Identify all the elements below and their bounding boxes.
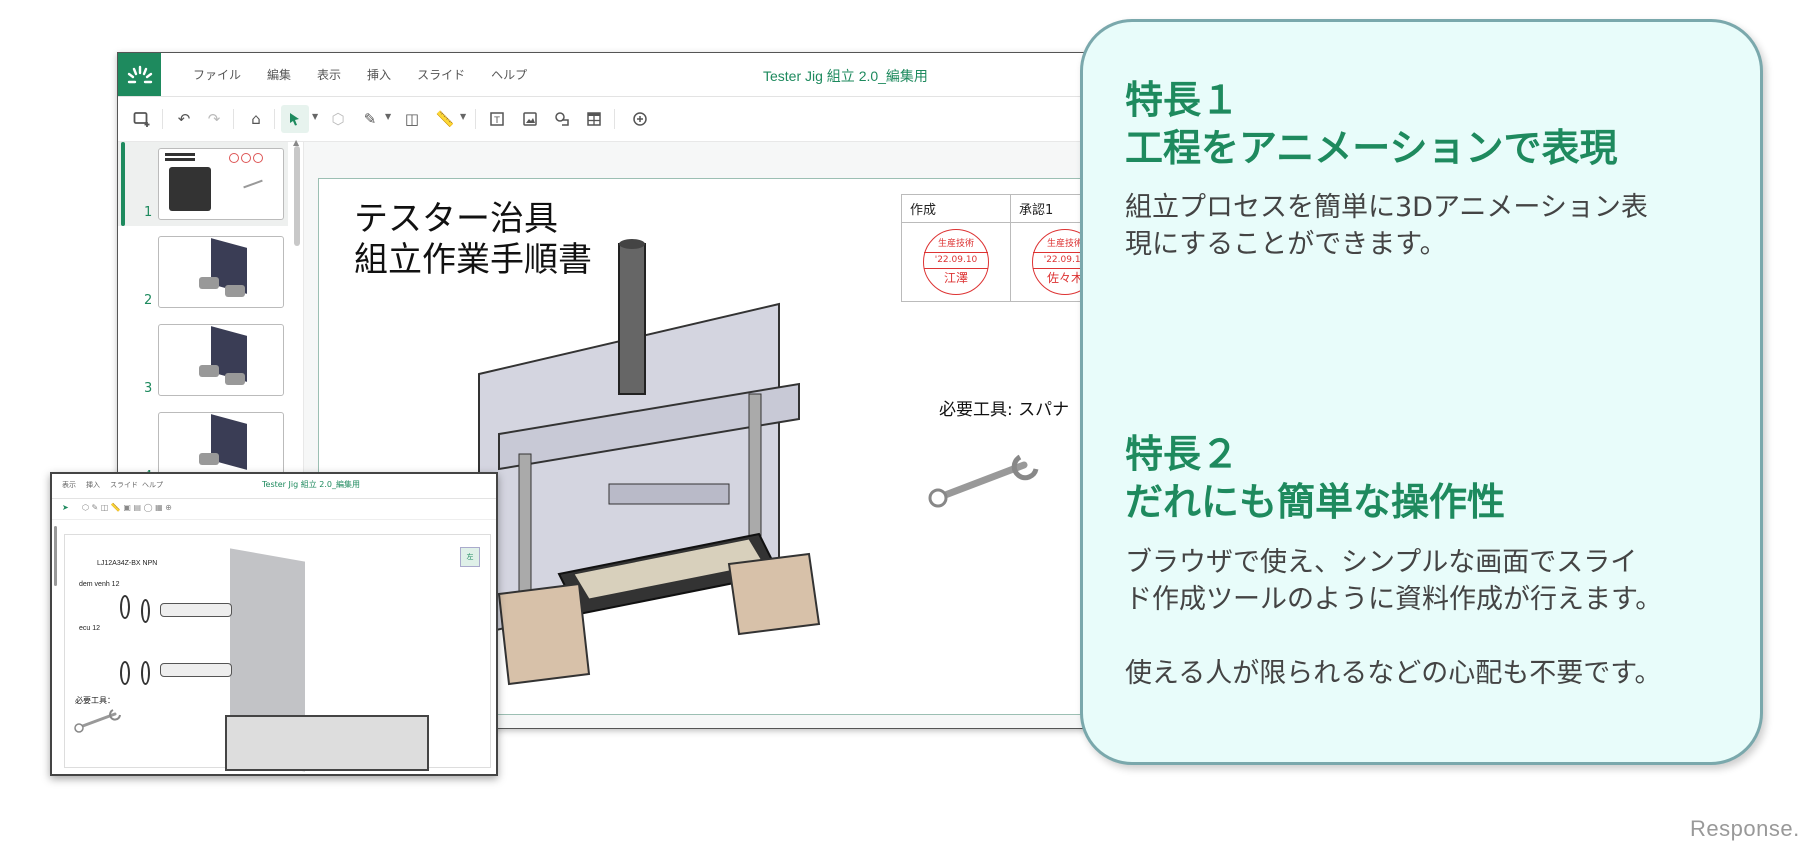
menu-slide[interactable]: スライド (417, 68, 466, 82)
text-box-icon[interactable]: T (483, 105, 511, 133)
inset-menu-help[interactable]: ヘルプ (142, 481, 163, 489)
feature1-description: 組立プロセスを簡単に3Dアニメーション表 現にすることができます。 (1125, 192, 1648, 260)
image-icon[interactable] (516, 105, 544, 133)
menu-bar: ファイル 編集 表示 挿入 スライド ヘルプ Tester Jig 組立 2.0… (118, 53, 1118, 97)
menu-view[interactable]: 表示 (317, 68, 342, 82)
slide-thumbnail-2[interactable]: 2 (118, 230, 288, 314)
svg-text:T: T (493, 116, 500, 126)
slide-number: 2 (144, 293, 153, 308)
sensor-label: LJ12A34Z-BX NPN (97, 560, 158, 567)
explode-dropdown-caret-icon[interactable]: ▼ (385, 112, 392, 121)
wrench-icon[interactable] (924, 451, 1044, 511)
add-slide-icon[interactable] (128, 105, 156, 133)
slide-number: 1 (144, 205, 153, 220)
explode-animation-icon[interactable]: ✎ (363, 110, 377, 128)
washer-label: dem venh 12 (79, 581, 120, 588)
3d-model-tester-jig[interactable] (459, 234, 859, 694)
add-annotation-icon[interactable] (626, 105, 654, 133)
feature2-description: ブラウザで使え、シンプルな画面でスライ ド作成ツールのように資料作成が行えます。… (1125, 547, 1663, 689)
menu-file[interactable]: ファイル (193, 68, 242, 82)
inset-menu-view[interactable]: 表示 (62, 481, 76, 489)
required-tools-label[interactable]: 必要工具: スパナ (939, 400, 1070, 420)
table-icon[interactable] (580, 105, 608, 133)
inset-tool-icons[interactable]: ⬡ ✎ ◫ 📏 ▣ ▤ ◯ ▦ ⊕ (82, 503, 172, 512)
measure-ruler-icon[interactable]: 📏 (435, 110, 455, 128)
slide-preview (158, 236, 284, 308)
slide-preview (158, 324, 284, 396)
add-3d-model-icon[interactable]: ⬡ (331, 110, 345, 128)
select-arrow-icon[interactable] (281, 105, 309, 133)
inset-slide[interactable]: 左 LJ12A34Z-BX NPN dem venh 12 ecu 12 必要工… (64, 534, 491, 772)
response-watermark-logo: Response. (1690, 816, 1800, 841)
document-title: Tester Jig 組立 2.0_編集用 (763, 68, 928, 84)
app-window: ファイル 編集 表示 挿入 スライド ヘルプ Tester Jig 組立 2.0… (117, 52, 1140, 729)
redo-icon[interactable]: ↷ (207, 110, 221, 128)
inset-scrollbar[interactable] (54, 526, 57, 586)
approval-header-created: 作成 (901, 194, 1011, 223)
approval-stamp: 生産技術 '22.09.10 江澤 (923, 229, 989, 295)
menu-insert[interactable]: 挿入 (367, 68, 392, 82)
sidebar-scrollbar[interactable] (294, 146, 300, 246)
scroll-up-arrow-icon[interactable]: ▲ (293, 138, 300, 147)
toolbar: ↶ ↷ ⌂ ▼ ⬡ ✎ ▼ ◫ 📏 ▼ T (118, 97, 1118, 142)
view-cube-icon[interactable]: 左 (460, 547, 480, 567)
slide-number: 3 (144, 381, 153, 396)
split-view-icon[interactable]: ◫ (404, 110, 420, 128)
select-dropdown-caret-icon[interactable]: ▼ (312, 112, 319, 121)
measure-dropdown-caret-icon[interactable]: ▼ (460, 112, 467, 121)
slide-thumbnail-1[interactable]: 1 (118, 142, 288, 226)
feature2-heading: 特長２ だれにも簡単な操作性 (1125, 432, 1506, 524)
inset-toolbar: ➤ ⬡ ✎ ◫ 📏 ▣ ▤ ◯ ▦ ⊕ (52, 499, 496, 520)
undo-icon[interactable]: ↶ (177, 110, 191, 128)
inset-menu-bar: 表示 挿入 スライド ヘルプ Tester Jig 組立 2.0_編集用 (52, 474, 496, 499)
inset-wrench-icon (74, 709, 121, 733)
inset-document-title: Tester Jig 組立 2.0_編集用 (262, 480, 360, 489)
nut-label: ecu 12 (79, 625, 101, 632)
menu-edit[interactable]: 編集 (267, 68, 292, 82)
inset-required-tools-label: 必要工具： (75, 696, 115, 705)
feature1-heading: 特長１ 工程をアニメーションで表現 (1125, 78, 1618, 170)
slide-thumbnail-3[interactable]: 3 (118, 318, 288, 402)
app-logo-icon[interactable] (118, 53, 161, 96)
home-icon[interactable]: ⌂ (251, 110, 261, 128)
slide-preview (158, 148, 284, 220)
shape-icon[interactable] (548, 105, 576, 133)
inset-select-arrow-icon[interactable]: ➤ (62, 503, 69, 512)
slide-title[interactable]: テスター治具 組立作業手順書 (354, 199, 592, 280)
feature-callout-panel: 特長１ 工程をアニメーションで表現 組立プロセスを簡単に3Dアニメーション表 現… (1080, 19, 1763, 765)
menu-help[interactable]: ヘルプ (491, 68, 528, 82)
inset-app-window: 表示 挿入 スライド ヘルプ Tester Jig 組立 2.0_編集用 ➤ ⬡… (50, 472, 498, 776)
inset-menu-insert[interactable]: 挿入 (86, 481, 100, 489)
inset-menu-slide[interactable]: スライド (110, 481, 138, 489)
